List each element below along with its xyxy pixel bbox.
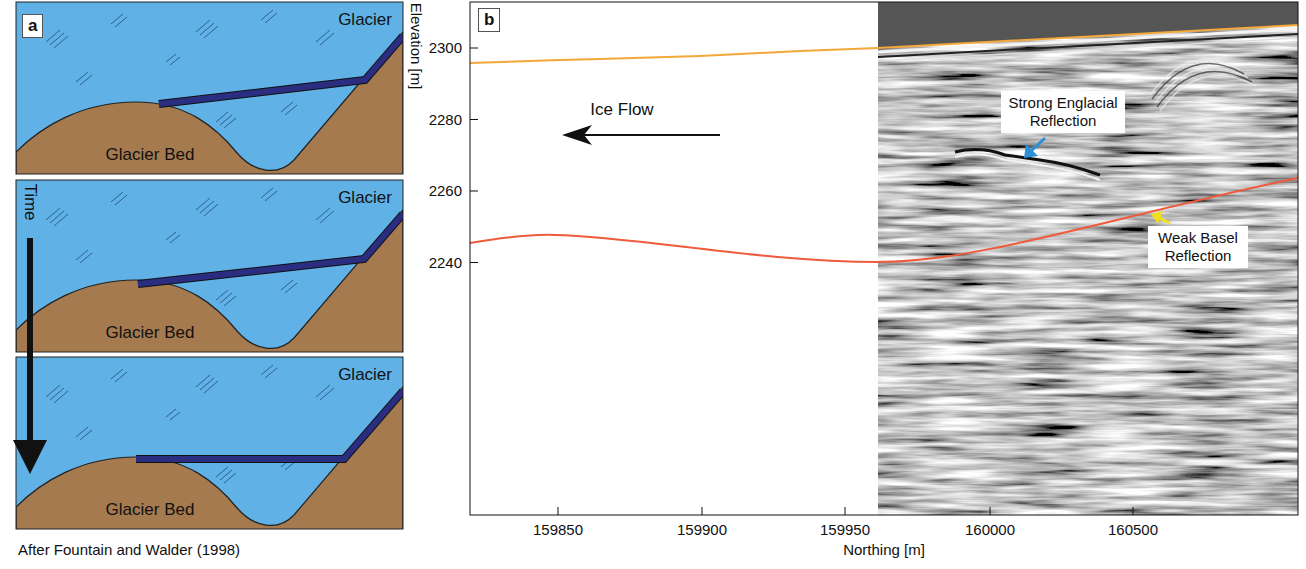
sketch-2: [16, 180, 403, 353]
tick-label: 159850: [533, 521, 583, 538]
panel-letter: b: [478, 8, 500, 32]
callout-box: Strong Englacial Reflection: [1001, 91, 1125, 133]
sketch-3: [16, 357, 403, 530]
ice-flow-arrow: [562, 125, 720, 145]
tick-label: 159950: [820, 521, 870, 538]
axis-title: Northing [m]: [843, 541, 925, 558]
region-label: Glacier Bed: [106, 323, 195, 343]
callout-text: Strong Englacial Reflection: [1007, 94, 1119, 130]
region-label: Glacier Bed: [106, 500, 195, 520]
region-label: Glacier: [338, 365, 392, 385]
tick-label: 2280: [429, 111, 462, 128]
axis-title: Time: [20, 183, 40, 220]
region-label: Glacier: [338, 10, 392, 30]
callout-box: Weak Basel Reflection: [1148, 226, 1248, 268]
panel-letter: a: [22, 14, 43, 38]
axis-title: Elevation [m]: [407, 3, 424, 90]
callout-arrow: [1151, 211, 1170, 224]
tick-label: 160000: [965, 521, 1015, 538]
time-arrow: [13, 238, 47, 474]
region-label: Glacier: [338, 188, 392, 208]
callout-arrow: [1024, 138, 1045, 158]
region-label: Glacier Bed: [106, 145, 195, 165]
arrow-label: Ice Flow: [590, 100, 653, 120]
tick-label: 2240: [429, 254, 462, 271]
tick-label: 2300: [429, 39, 462, 56]
tick-label: 2260: [429, 182, 462, 199]
tick-label: 159900: [677, 521, 727, 538]
callout-text: Weak Basel Reflection: [1154, 229, 1242, 265]
sketch-1: [16, 2, 403, 175]
tick-label: 160500: [1108, 521, 1158, 538]
radargram: [470, 2, 1298, 515]
source-note: After Fountain and Walder (1998): [18, 541, 240, 558]
